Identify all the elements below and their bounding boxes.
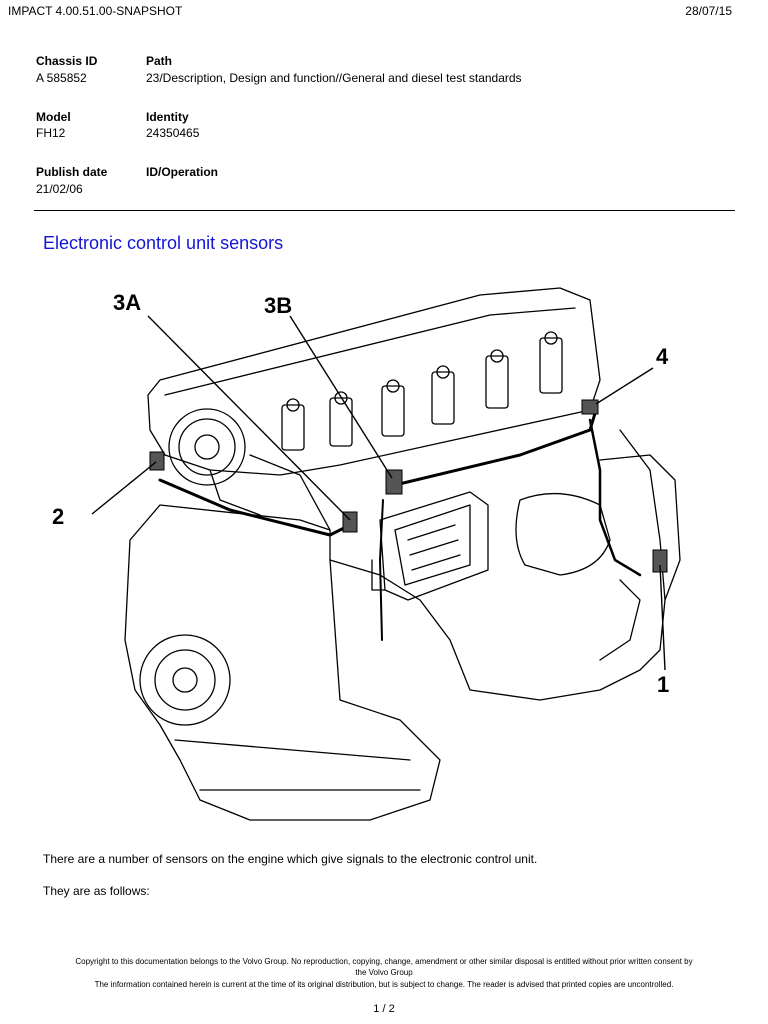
path-label: Path: [146, 54, 173, 68]
header-date: 28/07/15: [685, 4, 732, 18]
valve-cover: [147, 287, 601, 476]
list-intro-paragraph: They are as follows:: [43, 884, 150, 898]
app-title: IMPACT 4.00.51.00-SNAPSHOT: [8, 4, 183, 18]
page-number: 1 / 2: [373, 1003, 395, 1015]
leader-3a: [147, 315, 351, 521]
leader-3b: [289, 315, 393, 479]
intro-paragraph: There are a number of sensors on the eng…: [43, 852, 538, 866]
callout-3a: 3A: [113, 290, 141, 315]
sensor-2: [149, 451, 165, 471]
sensor-3b: [385, 469, 403, 495]
leader-4: [595, 367, 654, 405]
copyright-line-1: Copyright to this documentation belongs …: [75, 957, 693, 966]
section-title: Electronic control unit sensors: [43, 233, 284, 253]
engine-sensor-diagram: 3A 3B 4 2 1: [52, 287, 681, 821]
chassis-id-value: A 585852: [36, 71, 87, 85]
sensor-4: [581, 399, 599, 415]
engine-block-outline: [124, 504, 441, 821]
identity-value: 24350465: [146, 126, 200, 140]
id-operation-label: ID/Operation: [146, 165, 219, 179]
callout-3b: 3B: [264, 293, 292, 318]
path-value: 23/Description, Design and function//Gen…: [146, 71, 522, 85]
callout-4: 4: [656, 344, 669, 369]
model-value: FH12: [36, 126, 66, 140]
copyright-line-2: the Volvo Group: [355, 968, 413, 977]
publish-date-label: Publish date: [36, 165, 108, 179]
disclaimer: The information contained herein is curr…: [94, 980, 674, 989]
leader-2: [91, 461, 157, 515]
model-label: Model: [36, 110, 71, 124]
chassis-id-label: Chassis ID: [36, 54, 98, 68]
callout-2: 2: [52, 504, 64, 529]
control-unit: [379, 491, 489, 601]
leader-1: [659, 564, 666, 671]
publish-date-value: 21/02/06: [36, 182, 83, 196]
identity-label: Identity: [146, 110, 189, 124]
header-divider: [34, 210, 735, 211]
callout-1: 1: [657, 672, 669, 697]
